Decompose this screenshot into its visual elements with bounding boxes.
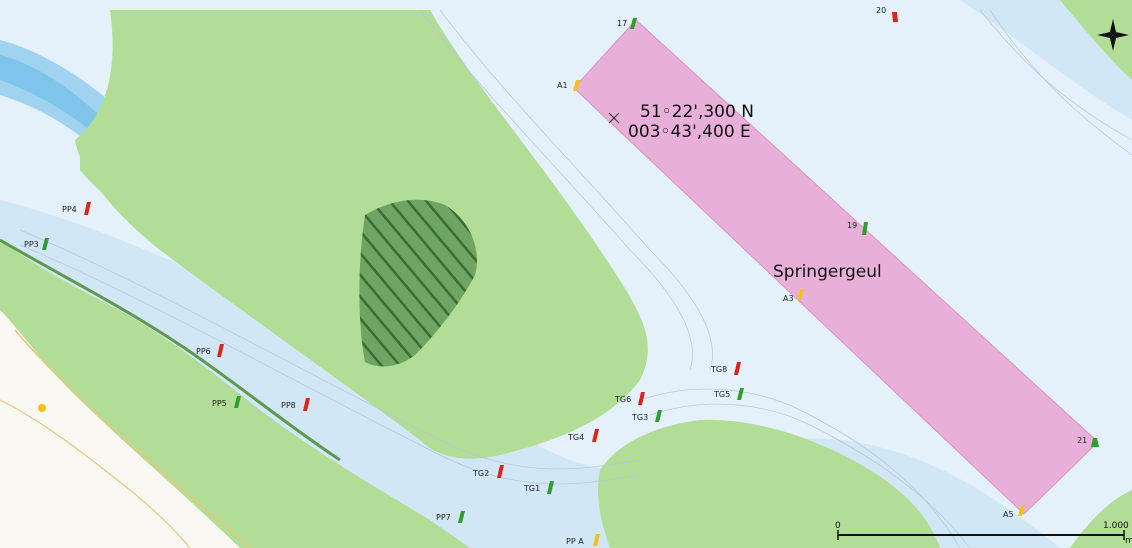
land-southwest-edge: [0, 238, 341, 462]
scale-end-label: 1.000: [1103, 521, 1129, 531]
buoy-pp7-label: PP7: [436, 513, 451, 522]
land-island-central: [75, 10, 648, 459]
buoy-tg1-icon: [547, 481, 554, 494]
buoy-tg8-icon: [734, 362, 741, 375]
buoy-pp4[interactable]: PP4: [62, 202, 91, 215]
scale-bar: 0 1.000 m: [835, 521, 1132, 546]
depth-contours: [19, 9, 1132, 548]
land-east: [1060, 0, 1132, 80]
buoy-21-label: 21: [1077, 436, 1087, 445]
buoy-pp3-label: PP3: [24, 240, 39, 249]
land-south-central: [598, 419, 940, 548]
buoy-a5-label: A5: [1003, 510, 1014, 519]
buoy-20-icon: [892, 12, 898, 22]
buoy-pp8[interactable]: PP8: [281, 398, 310, 411]
buoy-21-icon: [1091, 438, 1099, 447]
road-line: [14, 329, 251, 548]
buoy-pp6-label: PP6: [196, 347, 211, 356]
buoy-a1-icon: [573, 80, 580, 91]
buoy-19-icon: [862, 222, 868, 235]
buoy-tg3-label: TG3: [631, 413, 648, 422]
buoy-pp5[interactable]: PP5: [212, 396, 241, 408]
buoy-a5-icon: [1018, 505, 1025, 516]
buoy-pp6-icon: [217, 344, 224, 357]
buoy-pp7[interactable]: PP7: [436, 511, 465, 523]
buoy-a1-label: A1: [557, 81, 568, 90]
buoy-tg4[interactable]: TG4: [567, 429, 599, 442]
buoy-pp6[interactable]: PP6: [196, 344, 224, 357]
buoy-tg3-icon: [655, 410, 662, 422]
buoy-pp-a[interactable]: PP A: [566, 534, 600, 546]
buoy-pp4-label: PP4: [62, 205, 77, 214]
buoy-a3-icon: [797, 289, 804, 300]
hatched-restricted-area: [359, 199, 477, 367]
buoy-pp4-icon: [84, 202, 91, 215]
buoy-tg2[interactable]: TG2: [472, 465, 504, 478]
scale-start-label: 0: [835, 521, 841, 531]
buoy-tg8[interactable]: TG8: [710, 362, 741, 375]
buoy-a1[interactable]: A1: [557, 80, 580, 91]
buoy-pp-a-icon: [593, 534, 600, 546]
buoy-pp7-icon: [458, 511, 465, 523]
buoy-pp3[interactable]: PP3: [24, 238, 49, 250]
buoy-pp5-icon: [234, 396, 241, 408]
land-southeast: [1070, 490, 1132, 548]
buoy-a5[interactable]: A5: [1003, 505, 1025, 519]
buoy-17[interactable]: 17: [617, 18, 637, 29]
buoy-tg3[interactable]: TG3: [631, 410, 662, 422]
buoy-pp3-icon: [42, 238, 49, 250]
buoy-19-label: 19: [847, 221, 857, 230]
buoy-pp-a-label: PP A: [566, 537, 584, 546]
shore-landmark-dot: [38, 404, 46, 412]
shore-sand: [0, 310, 240, 548]
buoy-a3-label: A3: [783, 294, 794, 303]
buoy-pp8-icon: [303, 398, 310, 411]
buoy-pp8-label: PP8: [281, 401, 296, 410]
buoy-tg2-label: TG2: [472, 469, 489, 478]
deep-water-channel-inner: [0, 55, 205, 240]
buoy-19[interactable]: 19: [847, 221, 868, 235]
buoy-21[interactable]: 21: [1077, 436, 1099, 447]
buoy-tg5-label: TG5: [713, 390, 730, 399]
buoy-20-label: 20: [876, 6, 886, 15]
buoy-tg4-label: TG4: [567, 433, 584, 442]
buoy-tg6-icon: [638, 392, 645, 405]
cross-icon: [608, 112, 620, 124]
area-label: Springergeul: [773, 262, 882, 282]
buoy-20[interactable]: 20: [876, 6, 898, 22]
buoy-17-label: 17: [617, 19, 627, 28]
buoy-tg1-label: TG1: [523, 484, 540, 493]
buoy-tg6-label: TG6: [614, 395, 631, 404]
compass-rose-icon[interactable]: [1097, 19, 1129, 51]
land-island-west: [80, 140, 230, 277]
buoy-17-icon: [630, 18, 637, 29]
coordinate-latitude: 51◦22',300 N: [640, 102, 754, 122]
buoy-tg6[interactable]: TG6: [614, 392, 645, 405]
coordinate-longitude: 003◦43',400 E: [628, 122, 751, 142]
buoy-tg5-icon: [737, 388, 744, 400]
buoy-pp5-label: PP5: [212, 399, 227, 408]
springergeul-zone[interactable]: [573, 19, 1099, 515]
scale-unit-label: m: [1125, 536, 1132, 546]
buoy-tg8-label: TG8: [710, 365, 727, 374]
buoy-tg2-icon: [497, 465, 504, 478]
buoy-a3[interactable]: A3: [783, 289, 804, 303]
buoy-layer: 17 20 A1 19 A3 21 A5 PP4 PP3 PP6 PP5 PP8…: [24, 6, 1099, 546]
road-line-2: [0, 399, 191, 548]
buoy-tg4-icon: [592, 429, 599, 442]
buoy-tg1[interactable]: TG1: [523, 481, 554, 494]
buoy-tg5[interactable]: TG5: [713, 388, 744, 400]
